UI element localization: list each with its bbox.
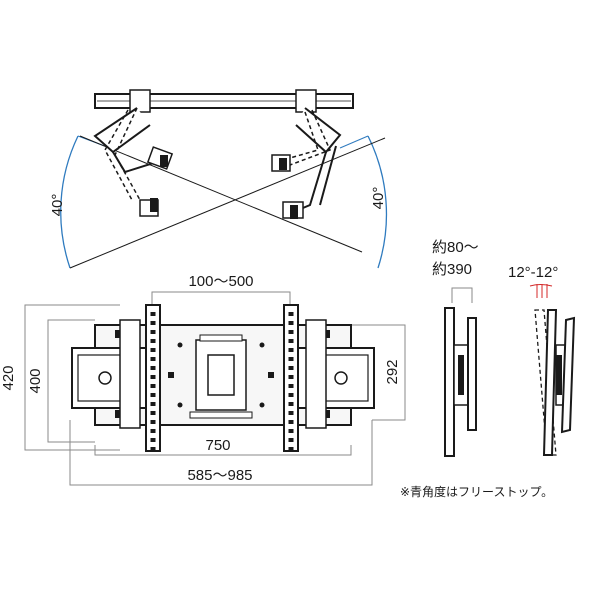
rail-hole <box>150 357 156 361</box>
rail-hole <box>288 375 294 379</box>
top-view: 40° 40° <box>49 89 388 269</box>
dim-rail-spacing: 100～500 <box>188 273 253 290</box>
rail-hole <box>150 312 156 316</box>
rail-hole <box>288 321 294 325</box>
left-angle-label: 40° <box>49 194 66 217</box>
side-wall-plate <box>444 307 455 457</box>
footnote: ※青角度はフリーストップ。 <box>400 484 553 499</box>
left-arm <box>93 107 151 154</box>
dim-inner-height: 400 <box>27 368 44 393</box>
rail-hole <box>288 429 294 433</box>
depth-label-line2: 約390 <box>432 261 472 278</box>
rail-hole <box>150 411 156 415</box>
swing-line-2 <box>79 135 363 253</box>
right-arm <box>295 107 342 154</box>
rail-hole <box>150 429 156 433</box>
tilt-view: 12°-12° <box>508 264 576 456</box>
rail-hole <box>288 366 294 370</box>
tilt-arrows <box>529 284 553 298</box>
rail-hole <box>150 339 156 343</box>
rail-hole <box>288 411 294 415</box>
depth-label-line1: 約80～ <box>432 239 479 256</box>
rail-hole <box>288 420 294 424</box>
rail-hole <box>288 447 294 451</box>
rail-hole <box>288 438 294 442</box>
rail-hole <box>150 321 156 325</box>
rail-hole <box>288 339 294 343</box>
rail-hole <box>150 447 156 451</box>
dim-width: 750 <box>205 437 230 454</box>
right-angle-label: 40° <box>370 187 387 210</box>
tilt-range-label: 12°-12° <box>508 264 558 281</box>
rail-hole <box>150 402 156 406</box>
side-view: 約80～ 約390 <box>432 239 479 457</box>
rail-hole <box>288 348 294 352</box>
rail-hole <box>150 384 156 388</box>
left-angle-arc <box>60 135 79 269</box>
rail-hole <box>150 330 156 334</box>
dim-arm-span: 585～985 <box>187 467 252 484</box>
dim-outer-height: 420 <box>0 365 17 390</box>
right-angle-arc <box>367 135 388 269</box>
rail-hole <box>288 357 294 361</box>
rail-hole <box>150 348 156 352</box>
rail-hole <box>288 384 294 388</box>
rail-hole <box>150 375 156 379</box>
rail-hole <box>288 402 294 406</box>
rail-hole <box>150 393 156 397</box>
rail-hole <box>150 438 156 442</box>
tilt-plate <box>542 309 558 456</box>
tilt-plate-dashed <box>534 309 557 456</box>
rail-hole <box>150 366 156 370</box>
dim-bracket-height: 292 <box>384 359 401 384</box>
front-view: 100～500 420 400 292 750 585～985 <box>0 273 406 486</box>
rail-hole <box>150 420 156 424</box>
rail-hole <box>288 312 294 316</box>
rail-hole <box>288 393 294 397</box>
rail-hole <box>288 330 294 334</box>
